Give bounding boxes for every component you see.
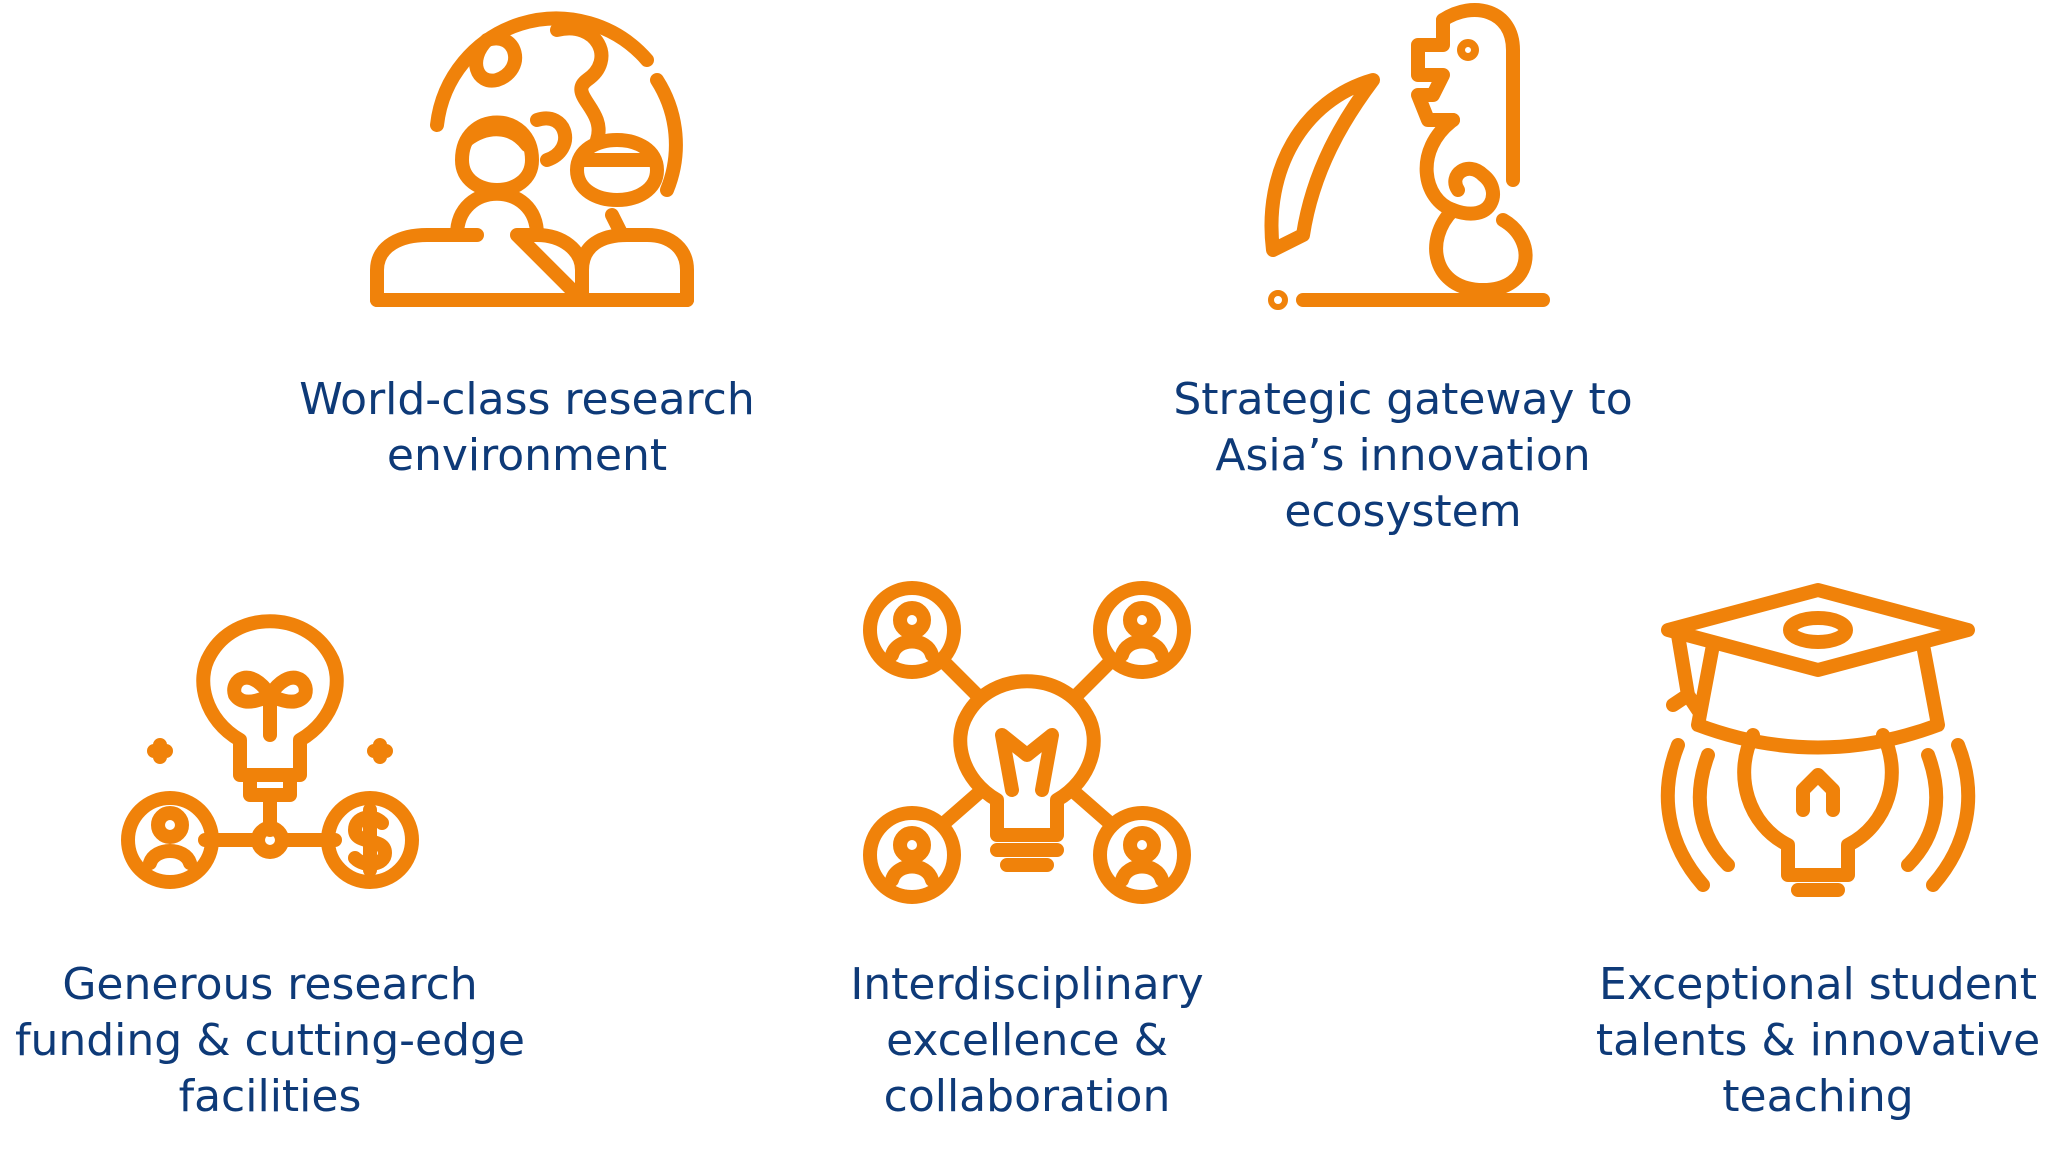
label-line: teaching: [1722, 1071, 1914, 1122]
label-line: Asia’s innovation: [1215, 430, 1591, 481]
label-line: talents & innovative: [1595, 1015, 2041, 1066]
label-line: Generous research: [62, 959, 478, 1010]
feature-strategic-gateway: Strategic gateway to Asia’s innovation e…: [1143, 0, 1663, 540]
graduation-cap-lightbulb-icon-svg: [1660, 583, 1976, 897]
graduation-cap-lightbulb-icon: [1658, 583, 1978, 905]
globe-with-people-icon: [367, 0, 694, 320]
label-line: ecosystem: [1284, 486, 1522, 537]
feature-interdisciplinary: Interdisciplinary excellence & collabora…: [807, 581, 1247, 1125]
feature-label: Generous research funding & cutting-edge…: [15, 957, 525, 1125]
feature-label: Interdisciplinary excellence & collabora…: [850, 957, 1203, 1125]
label-line: facilities: [178, 1071, 362, 1122]
feature-label: Strategic gateway to Asia’s innovation e…: [1173, 372, 1632, 540]
lightbulb-funding-icon: [110, 585, 430, 905]
feature-exceptional-students: Exceptional student talents & innovative…: [1588, 583, 2048, 1125]
label-line: excellence &: [886, 1015, 1168, 1066]
merlion-icon-svg: [1264, 3, 1550, 310]
feature-world-class-research: World-class research environment: [297, 0, 757, 484]
merlion-icon: [1243, 0, 1563, 320]
lightbulb-funding-icon-svg: [121, 614, 419, 889]
lightbulb-network-icon-svg: [863, 581, 1191, 904]
label-line: funding & cutting-edge: [14, 1015, 526, 1066]
globe-with-people-icon-svg: [370, 11, 694, 307]
label-line: Exceptional student: [1599, 959, 2037, 1010]
feature-label: World-class research environment: [299, 372, 755, 484]
label-line: Interdisciplinary: [850, 959, 1204, 1010]
feature-label: Exceptional student talents & innovative…: [1596, 957, 2040, 1125]
label-line: environment: [386, 430, 668, 481]
label-line: Strategic gateway to: [1173, 374, 1633, 425]
lightbulb-network-icon: [863, 581, 1191, 905]
feature-generous-funding: Generous research funding & cutting-edge…: [0, 585, 540, 1125]
label-line: collaboration: [883, 1071, 1171, 1122]
label-line: World-class research: [299, 374, 755, 425]
